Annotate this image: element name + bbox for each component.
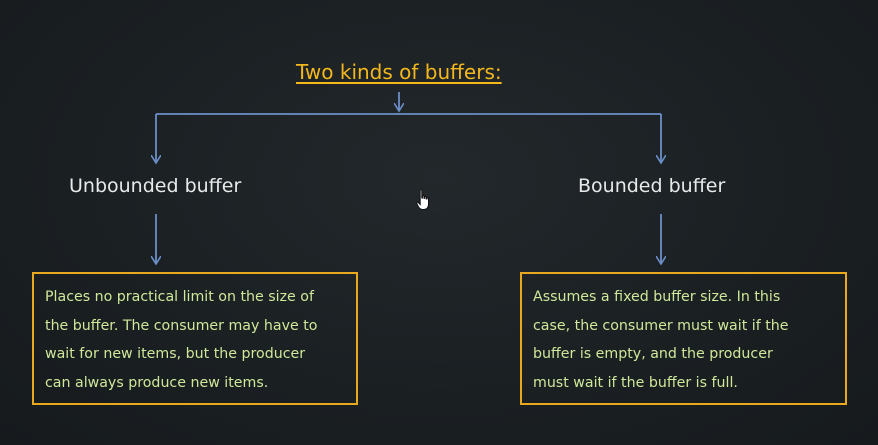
description-line: Places no practical limit on the size of [45, 289, 314, 305]
description-line: case, the consumer must wait if the [533, 317, 789, 334]
hand-pointer-icon [416, 189, 429, 210]
unbounded-description-box: Places no practical limit on the size of… [32, 272, 358, 405]
description-line: wait for new items, but the producer [45, 346, 306, 362]
description-line: the buffer. The consumer may have to [45, 317, 318, 334]
description-line: must wait if the buffer is full. [533, 374, 738, 391]
node-bounded-buffer: Bounded buffer [578, 175, 726, 197]
bounded-description-box: Assumes a fixed buffer size. In this cas… [520, 272, 847, 405]
description-line: buffer is empty, and the producer [533, 346, 773, 362]
description-line: Assumes a fixed buffer size. In this [533, 289, 781, 305]
node-unbounded-buffer: Unbounded buffer [69, 175, 242, 197]
description-line: can always produce new items. [45, 374, 269, 391]
diagram-title: Two kinds of buffers: [296, 60, 502, 84]
